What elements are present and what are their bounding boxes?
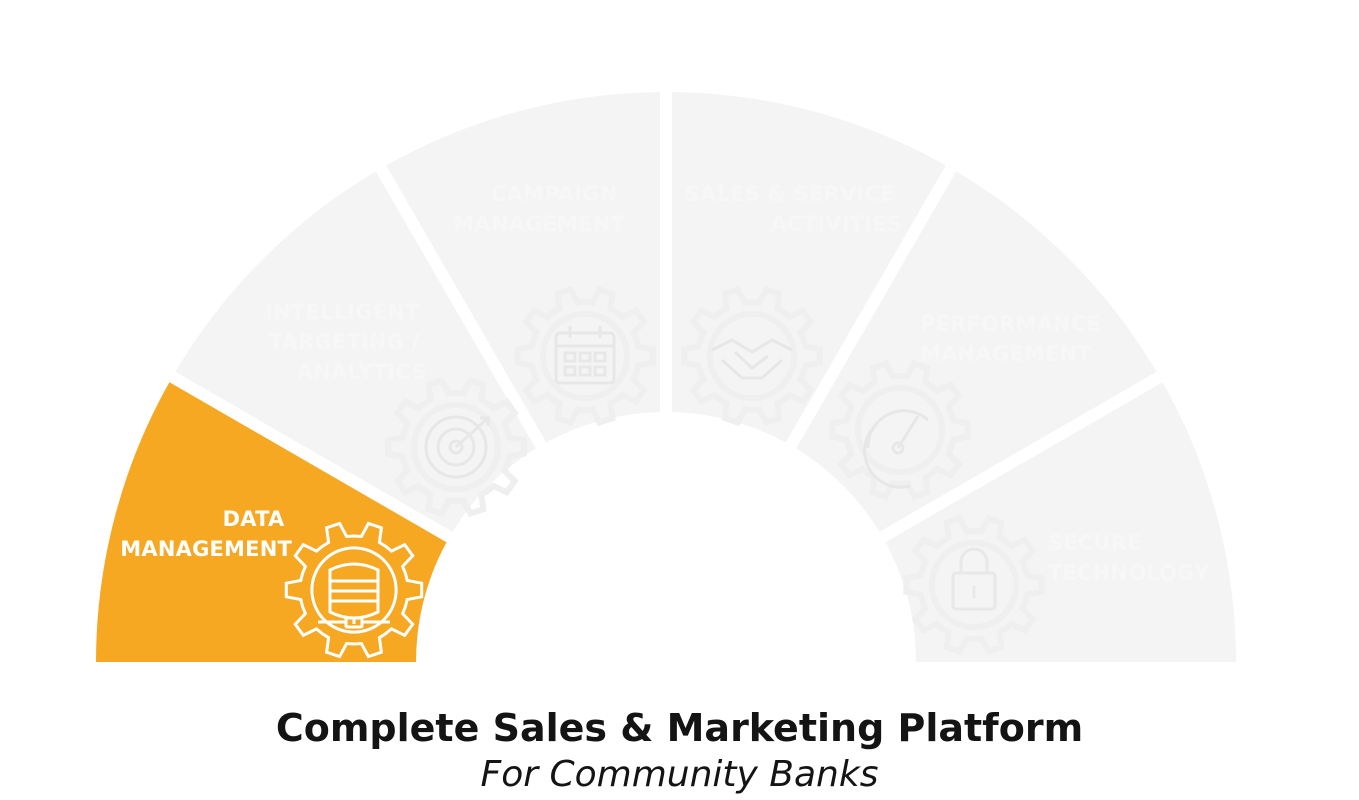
segment-sales-service-activities[interactable] xyxy=(666,92,951,446)
gear-icon xyxy=(385,376,527,518)
segment-label-secure-technology: SECURE TECHNOLOGY xyxy=(1048,531,1210,585)
segment-label-performance-management: PERFORMANCE MANAGEMENT xyxy=(920,312,1108,366)
gauge-icon xyxy=(863,409,929,489)
target-icon xyxy=(424,415,490,479)
handshake-icon xyxy=(711,338,793,380)
lock-icon xyxy=(951,547,997,611)
database-icon xyxy=(318,562,390,629)
segment-separators xyxy=(160,82,1172,548)
segment-label-campaign-management: CAMPAIGN MANAGEMENT xyxy=(453,182,625,236)
calendar-icon xyxy=(554,326,616,385)
segment-label-data-management: DATA MANAGEMENT xyxy=(120,507,292,561)
gear-icon xyxy=(681,285,823,427)
segment-performance-management[interactable] xyxy=(791,168,1160,537)
gear-icon xyxy=(829,359,971,501)
segment-label-intelligent-targeting: INTELLIGENT TARGETING / ANALYTICS xyxy=(265,300,427,384)
gear-icon xyxy=(514,285,656,427)
segment-secure-technology[interactable] xyxy=(882,377,1236,662)
diagram-title: Complete Sales & Marketing Platform xyxy=(275,706,1084,750)
gear-icon xyxy=(903,514,1045,656)
diagram-subtitle: For Community Banks xyxy=(480,754,879,795)
segment-label-sales-service-activities: SALES & SERVICE ACTIVITIES xyxy=(685,182,902,236)
